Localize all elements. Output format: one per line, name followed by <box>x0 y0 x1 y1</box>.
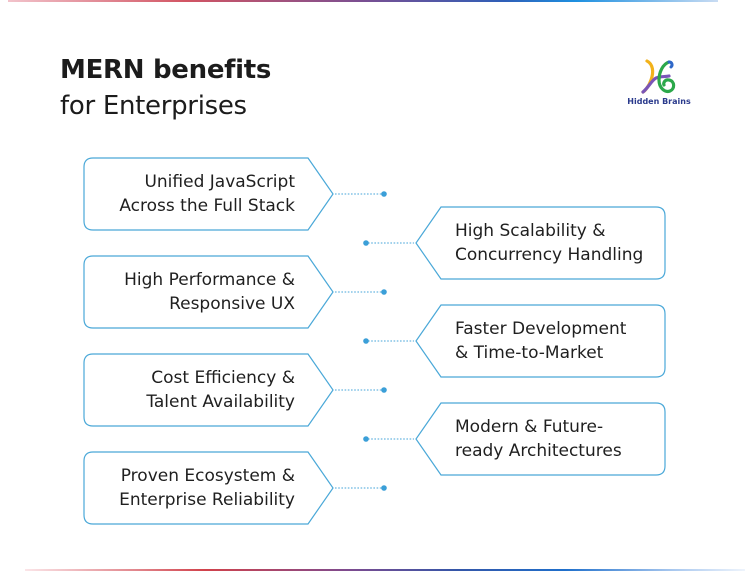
benefit-line: High Scalability & <box>455 221 606 241</box>
benefit-label-high-performance: High Performance & Responsive UX <box>84 268 295 316</box>
top-gradient-bar <box>8 0 718 2</box>
page-title: MERN benefits for Enterprises <box>60 52 271 124</box>
title-regular: for Enterprises <box>60 91 247 121</box>
benefit-line: Modern & Future- <box>455 417 604 437</box>
benefit-line: Enterprise Reliability <box>119 490 295 510</box>
benefit-line: Responsive UX <box>169 294 295 314</box>
logo-text: Hidden Brains <box>627 97 691 106</box>
benefit-label-proven-ecosystem: Proven Ecosystem & Enterprise Reliabilit… <box>84 464 295 512</box>
hidden-brains-logo: Hidden Brains <box>626 58 692 110</box>
benefit-line: High Performance & <box>124 270 295 290</box>
benefit-label-faster-development: Faster Development & Time-to-Market <box>455 317 665 365</box>
benefit-label-cost-efficiency: Cost Efficiency & Talent Availability <box>84 366 295 414</box>
hidden-brains-hb-logo-icon <box>641 59 676 94</box>
benefit-label-modern-architectures: Modern & Future- ready Architectures <box>455 415 665 463</box>
benefit-line: Cost Efficiency & <box>151 368 295 388</box>
benefit-line: Across the Full Stack <box>119 196 295 216</box>
benefit-line: & Time-to-Market <box>455 343 604 363</box>
benefit-line: ready Architectures <box>455 441 622 461</box>
benefit-line: Talent Availability <box>146 392 295 412</box>
benefit-line: Faster Development <box>455 319 627 339</box>
benefit-line: Concurrency Handling <box>455 245 644 265</box>
benefit-line: Unified JavaScript <box>144 172 295 192</box>
bottom-gradient-bar <box>25 569 745 571</box>
benefit-label-high-scalability: High Scalability & Concurrency Handling <box>455 219 665 267</box>
benefit-line: Proven Ecosystem & <box>120 466 295 486</box>
title-bold: MERN benefits <box>60 55 272 85</box>
benefit-label-unified-javascript: Unified JavaScript Across the Full Stack <box>84 170 295 218</box>
